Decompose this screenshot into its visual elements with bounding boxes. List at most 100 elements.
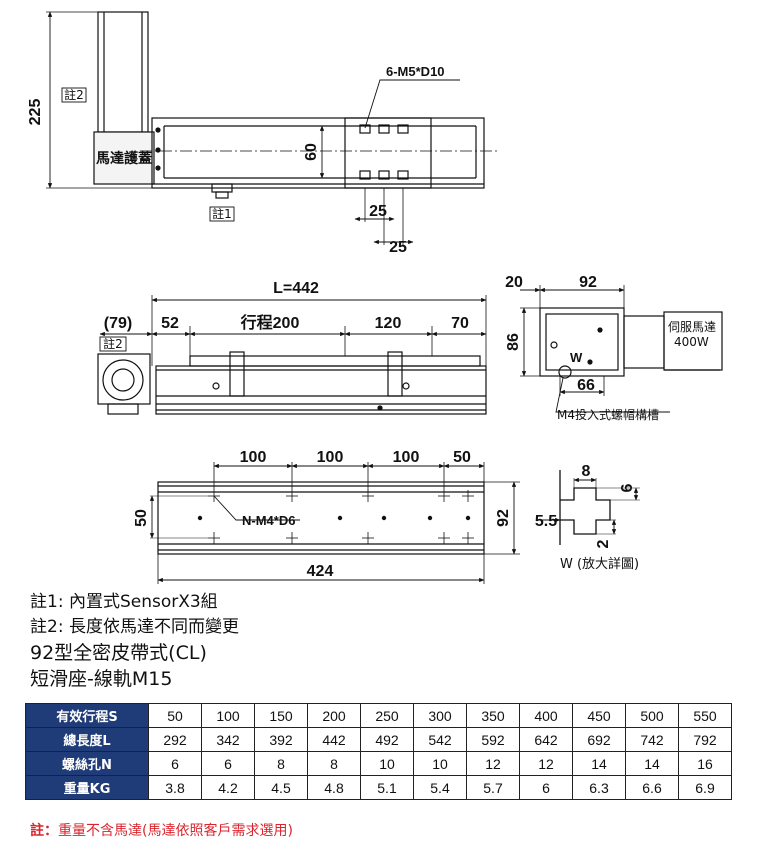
actuator-body-bottom: [157, 481, 485, 555]
w-mark: W: [570, 350, 583, 365]
dim-92-bottom: 92: [495, 509, 512, 527]
table-cell: 5.1: [360, 775, 414, 800]
table-cell: 50: [148, 703, 202, 728]
end-view: [520, 285, 723, 413]
slot-profile: [559, 470, 611, 545]
slot-callout: M4投入式螺帽構槽: [557, 407, 659, 422]
side-view: [97, 295, 487, 415]
table-cell: 10: [413, 751, 467, 776]
dim-50-top: 50: [453, 449, 471, 466]
table-cell: 6: [519, 775, 573, 800]
table-cell: 5.4: [413, 775, 467, 800]
table-cell: 300: [413, 703, 467, 728]
motor-face: [97, 353, 151, 405]
table-cell: 8: [254, 751, 308, 776]
table-cell: 292: [148, 727, 202, 752]
table-cell: 4.8: [307, 775, 361, 800]
dim-25b: 25: [389, 239, 407, 256]
table-cell: 6.6: [625, 775, 679, 800]
dim-100b: 100: [317, 449, 344, 466]
slider-top: [344, 117, 432, 189]
dim-100c: 100: [393, 449, 420, 466]
note2-tag-side: 註2: [103, 337, 123, 351]
dim-225: 225: [27, 99, 44, 126]
table-cell: 6: [148, 751, 202, 776]
row-header: 有效行程S: [25, 703, 149, 728]
table-cell: 10: [360, 751, 414, 776]
table-cell: 500: [625, 703, 679, 728]
servo-power: 400W: [674, 335, 709, 349]
table-cell: 14: [625, 751, 679, 776]
row-header: 重量KG: [25, 775, 149, 800]
note2-tag-top: 註2: [64, 88, 84, 102]
table-cell: 550: [678, 703, 732, 728]
table-cell: 12: [466, 751, 520, 776]
table-cell: 14: [572, 751, 626, 776]
motor-cover: [93, 131, 155, 185]
table-cell: 392: [254, 727, 308, 752]
table-cell: 100: [201, 703, 255, 728]
table-cell: 250: [360, 703, 414, 728]
dim-120: 120: [375, 315, 402, 332]
dim-66: 66: [577, 377, 595, 394]
actuator-body-top: [151, 117, 485, 189]
table-cell: 3.8: [148, 775, 202, 800]
motor-cover-label: 馬達護蓋: [96, 150, 152, 167]
table-cell: 792: [678, 727, 732, 752]
dim-20: 20: [505, 274, 523, 291]
table-cell: 742: [625, 727, 679, 752]
note1-tag: 註1: [212, 207, 232, 221]
product-title: 92型全密皮帶式(CL): [30, 642, 207, 664]
mechanical-drawing: 225 註2 馬達護蓋 60 6-M5*D10 註1 25 25: [27, 11, 723, 584]
table-cell: 6: [201, 751, 255, 776]
row-header: 螺絲孔N: [25, 751, 149, 776]
table-cell: 5.7: [466, 775, 520, 800]
table-cell: 6.3: [572, 775, 626, 800]
servo-label: 伺服馬達: [668, 320, 716, 334]
table-cell: 16: [678, 751, 732, 776]
table-cell: 200: [307, 703, 361, 728]
dim-100a: 100: [240, 449, 267, 466]
dim-79: (79): [104, 315, 132, 332]
dim-50-side: 50: [133, 509, 150, 527]
note-1: 註1: 內置式SensorX3組: [30, 592, 218, 612]
dim-6: 6: [619, 483, 636, 492]
table-cell: 542: [413, 727, 467, 752]
hole-callout-bottom: N-M4*D6: [242, 513, 295, 528]
dim-2: 2: [595, 539, 612, 548]
row-header: 總長度L: [25, 727, 149, 752]
footnote-label: 註：: [30, 823, 58, 839]
product-subtitle: 短滑座-線軌M15: [30, 668, 173, 690]
table-cell: 342: [201, 727, 255, 752]
notes-block: 註1: 內置式SensorX3組 註2: 長度依馬達不同而變更 92型全密皮帶式…: [30, 590, 239, 692]
dim-5-5: 5.5: [535, 513, 557, 530]
hole-callout-top: 6-M5*D10: [386, 64, 445, 79]
table-cell: 442: [307, 727, 361, 752]
dim-86: 86: [505, 333, 522, 351]
table-cell: 692: [572, 727, 626, 752]
note-2: 註2: 長度依馬達不同而變更: [30, 617, 239, 637]
table-cell: 4.5: [254, 775, 308, 800]
table-cell: 450: [572, 703, 626, 728]
table-cell: 150: [254, 703, 308, 728]
detail-caption: W (放大詳圖): [560, 556, 639, 572]
motor-body: [97, 11, 149, 133]
dim-8: 8: [582, 463, 591, 480]
table-cell: 12: [519, 751, 573, 776]
footnote-text: 重量不含馬達(馬達依照客戶需求選用): [58, 823, 293, 839]
dim-70: 70: [451, 315, 469, 332]
dim-52: 52: [161, 315, 179, 332]
table-cell: 492: [360, 727, 414, 752]
dim-25a: 25: [369, 203, 387, 220]
dim-92-end: 92: [579, 274, 597, 291]
table-cell: 8: [307, 751, 361, 776]
dim-L: L=442: [273, 280, 319, 297]
dim-60: 60: [303, 143, 320, 161]
dim-stroke: 行程200: [240, 313, 300, 332]
top-view: [46, 11, 500, 245]
actuator-body-side: [155, 365, 487, 415]
